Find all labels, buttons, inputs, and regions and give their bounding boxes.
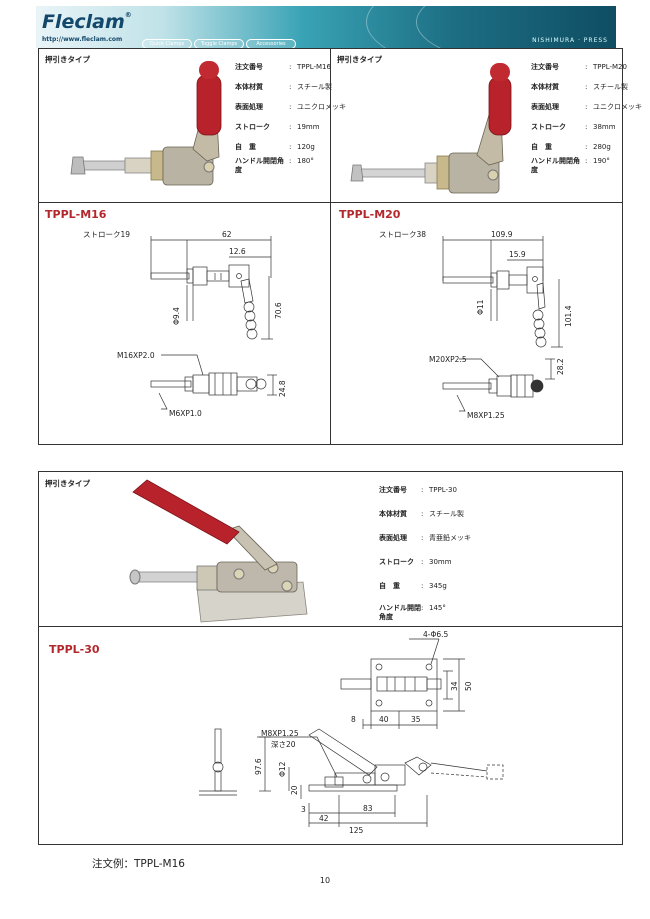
spec-list: 注文番号:TPPL-M20 本体材質:スチール製 表面処理:ユニクロメッキ スト…	[531, 57, 642, 175]
dim-holes: 4-Φ6.5	[423, 630, 449, 639]
tech-drawing-tpplm20: ストローク38 109.9 15.9 Φ11 101.4 M20XP2.5 28…	[379, 230, 573, 420]
dim-phi-11: Φ11	[476, 299, 485, 315]
dim-97-6: 97.6	[254, 758, 263, 775]
type-label: 押引きタイプ	[45, 55, 90, 64]
model-title: TPPL-M16	[45, 208, 107, 221]
spec-surface: 表面処理:ユニクロメッキ	[235, 103, 346, 111]
header-swoosh-decoration	[366, 6, 616, 48]
dim-bolt-m8: M8XP1.25	[467, 411, 505, 420]
dim-phi-9-4: Φ9.4	[172, 307, 181, 325]
clamp-photo-tpplm16	[70, 61, 222, 186]
dim-28-2: 28.2	[556, 358, 565, 375]
clamp-photo-tppl30	[129, 479, 308, 623]
type-label: 押引きタイプ	[337, 55, 382, 64]
dim-20: 20	[290, 785, 299, 795]
dim-depth-20: 深さ20	[271, 740, 296, 749]
spec-list: 注文番号:TPPL-30 本体材質:スチール製 表面処理:青亜鉛メッキ ストロー…	[379, 478, 471, 622]
spec-order-no: 注文番号:TPPL-30	[379, 486, 457, 494]
dim-125: 125	[349, 826, 364, 835]
dim-34: 34	[450, 681, 459, 691]
tech-drawing-tppl30: 4-Φ6.5 34 50 8 40 35 M8XP1.25 深さ20 Φ12 9…	[199, 630, 504, 835]
dim-24-8: 24.8	[278, 380, 287, 397]
dim-42: 42	[319, 814, 329, 823]
tech-drawing-tpplm16: ストローク19 62 12.6 Φ9.4 70.6 M16XP2.0 24.8 …	[83, 230, 287, 418]
model-title: TPPL-30	[49, 643, 100, 656]
spec-weight: 自 重:345g	[379, 582, 447, 590]
spec-material: 本体材質:スチール製	[235, 83, 332, 91]
header-pill-accessories: Accessories	[246, 39, 296, 48]
dim-3: 3	[301, 805, 306, 814]
type-label: 押引きタイプ	[45, 479, 90, 488]
spec-list: 注文番号:TPPL-M16 本体材質:スチール製 表面処理:ユニクロメッキ スト…	[235, 57, 346, 175]
panel-tppl30-photo: 押引きタイプ 注文番号:TPPL-30 本体材質:スチール製 表面処理:青亜鉛メ…	[38, 471, 623, 627]
dim-12-6: 12.6	[229, 247, 246, 256]
dim-phi-12: Φ12	[278, 761, 287, 777]
dim-70-6: 70.6	[274, 302, 283, 319]
dim-stroke: ストローク38	[379, 230, 426, 239]
spec-stroke: ストローク:38mm	[531, 123, 616, 131]
spec-handle-angle: ハンドル開閉角度:180°	[235, 157, 314, 174]
brand-url: http://www.fleclam.com	[42, 36, 123, 43]
panel-tpplm20-photo: 押引きタイプ 注文番号:TPPL-M20 本体材質:スチール製 表面処理:ユニク…	[330, 48, 642, 203]
spec-handle-angle: ハンドル開閉角度:145°	[379, 604, 446, 621]
panel-tppl30-drawing: TPPL-30	[38, 626, 623, 845]
dim-bolt-m6: M6XP1.0	[169, 409, 202, 418]
dim-83: 83	[363, 804, 373, 813]
spec-surface: 表面処理:青亜鉛メッキ	[379, 534, 471, 542]
spec-material: 本体材質:スチール製	[379, 510, 464, 518]
spec-weight: 自 重:280g	[531, 143, 611, 151]
catalog-header-banner: Fleclam® http://www.fleclam.com Quick Cl…	[36, 6, 616, 48]
brand-logo: Fleclam®	[42, 11, 132, 33]
dim-8: 8	[351, 715, 356, 724]
spec-material: 本体材質:スチール製	[531, 83, 628, 91]
dim-50: 50	[464, 681, 473, 691]
maker-brand: NISHIMURA · PRESS	[532, 37, 608, 44]
header-pill-toggle-clamps: Toggle Clamps	[194, 39, 244, 48]
dim-101-4: 101.4	[564, 305, 573, 327]
dim-15-9: 15.9	[509, 250, 526, 259]
dim-stroke: ストローク19	[83, 230, 130, 239]
dim-thread-m20: M20XP2.5	[429, 355, 467, 364]
dim-109-9: 109.9	[491, 230, 513, 239]
spec-stroke: ストローク:30mm	[379, 558, 452, 566]
panel-tpplm20-drawing: TPPL-M20 ストローク38 109.9 15.9 Φ11 101.4 M2…	[330, 202, 623, 445]
clamp-photo-tpplm20	[350, 63, 512, 194]
panel-tpplm16-photo: 押引きタイプ 注文番号:TPPL-M16 本体材質:スチール製 表面処理:ユニク…	[38, 48, 346, 203]
model-title: TPPL-M20	[339, 208, 401, 221]
spec-weight: 自 重:120g	[235, 143, 315, 151]
order-example: 注文例：TPPL-M16	[92, 858, 185, 870]
spec-surface: 表面処理:ユニクロメッキ	[531, 103, 642, 111]
dim-35: 35	[411, 715, 421, 724]
dim-40: 40	[379, 715, 389, 724]
spec-handle-angle: ハンドル開閉角度:190°	[531, 157, 610, 174]
dim-bolt-m8: M8XP1.25	[261, 729, 299, 738]
panel-tpplm16-drawing: TPPL-M16 ストローク19 6	[38, 202, 331, 445]
spec-stroke: ストローク:19mm	[235, 123, 320, 131]
dim-thread-m16: M16XP2.0	[117, 351, 155, 360]
page-number: 10	[319, 876, 331, 885]
spec-order-no: 注文番号:TPPL-M16	[235, 63, 331, 71]
spec-order-no: 注文番号:TPPL-M20	[531, 63, 627, 71]
dim-62: 62	[222, 230, 232, 239]
header-swoosh-decoration	[416, 6, 616, 48]
header-pill-quick-clamps: Quick Clamps	[142, 39, 192, 48]
